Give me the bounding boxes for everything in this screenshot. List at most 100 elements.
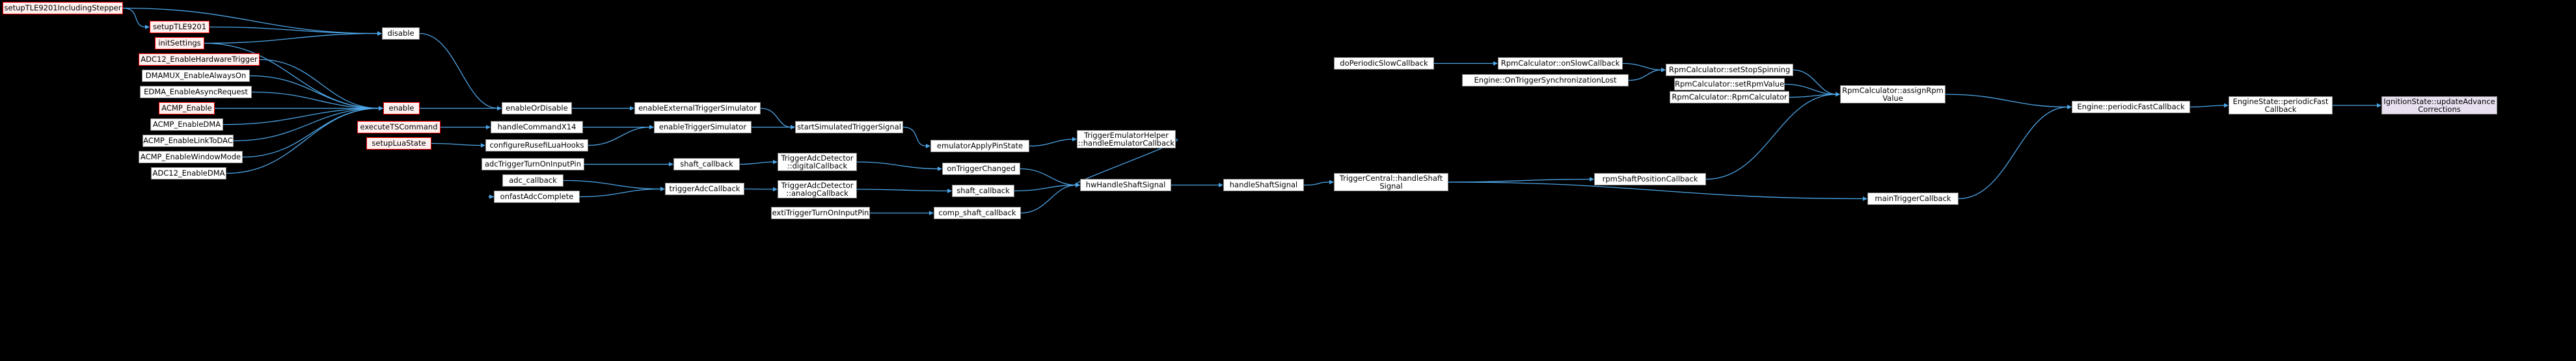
graph-node[interactable]: adcTriggerTurnOnInputPin (481, 158, 584, 170)
edge-arrowhead (379, 106, 383, 111)
edge-arrowhead (145, 25, 150, 29)
graph-node[interactable]: enableTriggerSimulator (654, 121, 752, 133)
graph-node[interactable]: rpmShaftPositionCallback (1594, 173, 1706, 185)
graph-node[interactable]: RpmCalculator::setRpmValue (1674, 78, 1785, 90)
graph-node[interactable]: TriggerAdcDetector ::digitalCallback (778, 153, 857, 171)
graph-edge (744, 188, 774, 190)
graph-node[interactable]: triggerAdcCallback (665, 183, 744, 195)
graph-node[interactable]: ADC12_EnableDMA (151, 167, 226, 180)
graph-node[interactable]: executeTSCommand (357, 121, 441, 133)
graph-node[interactable]: setupTLE9201IncludingStepper (3, 2, 123, 14)
graph-node[interactable]: Engine::OnTriggerSynchronizationLost (1462, 74, 1629, 87)
graph-node[interactable]: setupTLE9201 (150, 21, 210, 33)
graph-node[interactable]: extiTriggerTurnOnInputPin (771, 207, 870, 219)
graph-edge (1014, 184, 1077, 192)
graph-node[interactable]: TriggerAdcDetector ::analogCallback (778, 180, 857, 198)
graph-node[interactable]: enableOrDisable (502, 102, 572, 114)
graph-edge (2190, 105, 2225, 108)
graph-edge (856, 161, 939, 170)
graph-node[interactable]: handleCommandX14 (491, 121, 583, 133)
edge-arrowhead (2224, 103, 2229, 108)
edge-arrowhead (929, 211, 934, 215)
edge-arrowhead (1661, 68, 1666, 72)
graph-edge (1303, 181, 1331, 186)
graph-node[interactable]: ACMP_Enable (159, 102, 215, 114)
graph-edge (1945, 94, 2068, 108)
edge-arrowhead (497, 106, 502, 111)
graph-node[interactable]: shaft_callback (952, 185, 1014, 197)
graph-node[interactable]: adc_callback (502, 174, 563, 187)
graph-edge (233, 107, 380, 142)
graph-node[interactable]: TriggerCentral::handleShaft Signal (1334, 173, 1448, 191)
graph-edge (226, 107, 380, 174)
graph-node[interactable]: comp_shaft_callback (934, 207, 1021, 219)
graph-edge (1958, 106, 2068, 200)
edge-arrowhead (938, 167, 942, 171)
graph-edge (579, 188, 662, 198)
graph-node[interactable]: emulatorApplyPinState (930, 140, 1029, 152)
graph-node[interactable]: disable (382, 27, 420, 40)
edge-arrowhead (2067, 105, 2072, 109)
graph-node[interactable]: doPeriodicSlowCallback (1334, 57, 1434, 70)
graph-node[interactable]: EngineState::periodicFast Callback (2229, 96, 2333, 114)
edge-arrowhead (489, 194, 494, 199)
graph-node[interactable]: enableExternalTriggerSimulator (634, 102, 761, 114)
graph-node[interactable]: IgnitionState::updateAdvance Corrections (2381, 96, 2497, 114)
graph-edge (1789, 94, 1837, 98)
edge-arrowhead (377, 31, 382, 36)
graph-node[interactable]: ACMP_EnableWindowMode (139, 151, 243, 163)
graph-node[interactable]: hwHandleShaftSignal (1080, 179, 1171, 191)
edge-arrowhead (669, 162, 673, 167)
graph-node[interactable]: EDMA_EnableAsyncRequest (140, 86, 252, 98)
graph-node[interactable]: ACMP_EnableLinkToDAC (142, 135, 234, 147)
edge-arrowhead (630, 106, 634, 111)
graph-edge (1622, 62, 1662, 71)
edge-arrowhead (926, 144, 930, 148)
edge-arrowhead (1329, 180, 1334, 185)
graph-node[interactable]: enable (383, 102, 420, 114)
graph-node[interactable]: ACMP_EnableDMA (150, 118, 223, 131)
graph-node[interactable]: handleShaftSignal (1223, 179, 1304, 191)
edge-arrowhead (481, 143, 485, 148)
graph-node[interactable]: RpmCalculator::assignRpm Value (1840, 85, 1946, 103)
edge-arrowhead (1219, 183, 1223, 187)
graph-edge (1793, 69, 1837, 95)
edge-arrowhead (486, 125, 491, 129)
graph-node[interactable]: RpmCalculator::RpmCalculator (1670, 91, 1789, 103)
edge-arrowhead (1493, 61, 1498, 66)
graph-edge (1628, 69, 1662, 81)
graph-node[interactable]: initSettings (155, 37, 204, 49)
graph-edge (249, 75, 380, 109)
edge-arrowhead (773, 187, 778, 192)
graph-edge (563, 180, 662, 190)
edge-arrowhead (947, 189, 952, 193)
graph-edge (204, 33, 379, 44)
graph-node[interactable]: RpmCalculator::onSlowCallback (1498, 57, 1623, 70)
graph-edge (1448, 178, 1591, 183)
graph-edge (739, 161, 774, 165)
graph-node[interactable]: onTriggerChanged (942, 163, 1020, 175)
graph-node[interactable]: startSimulatedTriggerSignal (795, 121, 903, 133)
graph-node[interactable]: mainTriggerCallback (1867, 193, 1959, 205)
graph-node[interactable]: TriggerEmulatorHelper ::handleEmulatorCa… (1077, 130, 1176, 148)
graph-node[interactable]: Engine::periodicFastCallback (2072, 101, 2190, 113)
graph-node[interactable]: RpmCalculator::setStopSpinning (1666, 64, 1793, 76)
graph-edge (902, 126, 927, 147)
graph-edge (588, 126, 651, 146)
graph-node[interactable]: ADC12_EnableHardwareTrigger (139, 53, 260, 66)
graph-edge (223, 107, 380, 126)
graph-node[interactable]: shaft_callback (673, 158, 740, 170)
edge-arrowhead (773, 159, 778, 165)
graph-node[interactable]: DMAMUX_EnableAlwaysOn (142, 70, 250, 82)
graph-edge (209, 26, 379, 34)
edge-arrowhead (660, 187, 665, 191)
edge-arrowhead (1072, 137, 1077, 142)
graph-node[interactable]: setupLuaState (366, 137, 431, 150)
edge-arrowhead (1076, 183, 1080, 187)
graph-edge (251, 91, 380, 109)
graph-edge (760, 107, 792, 128)
graph-node[interactable]: onfastAdcComplete (494, 191, 580, 203)
graph-node[interactable]: configureRusefiLuaHooks (485, 139, 588, 152)
